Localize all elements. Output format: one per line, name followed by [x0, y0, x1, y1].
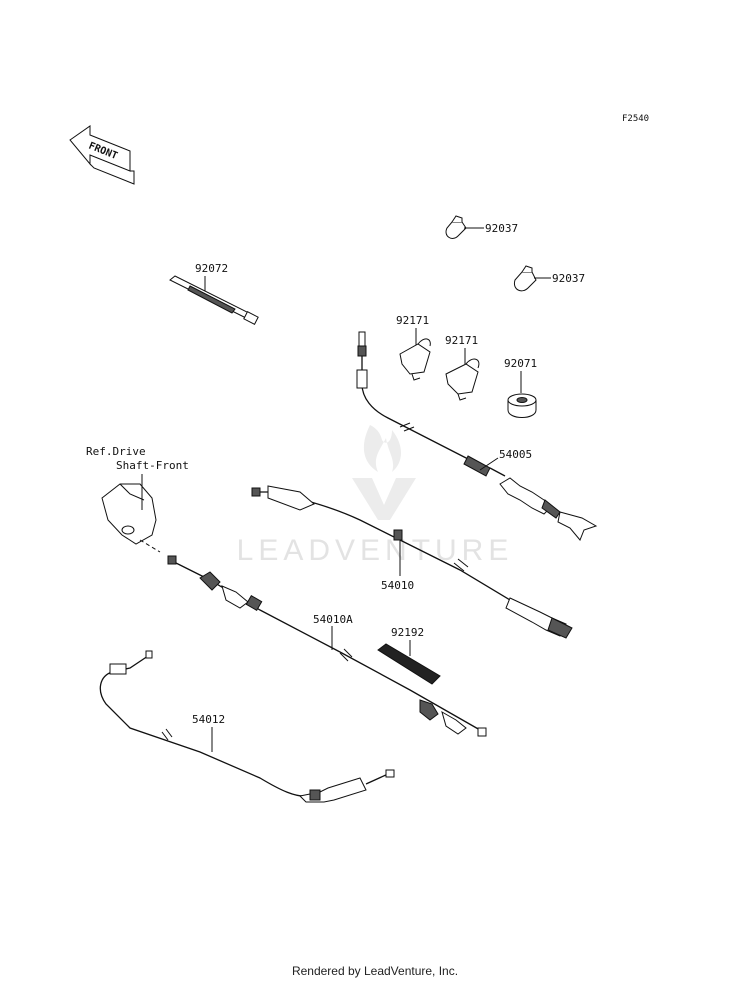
part-number-92072: 92072 [195, 262, 228, 275]
front-arrow-icon [69, 125, 131, 172]
clip-icon [445, 363, 479, 395]
reference-line-2: Shaft-Front [116, 459, 189, 472]
watermark-text: LEADVENTURE [237, 534, 514, 567]
part-number-92071: 92071 [504, 357, 537, 370]
part-number-54005: 54005 [499, 448, 532, 461]
part-number-54010A: 54010A [313, 613, 353, 626]
watermark: LEADVENTURE [237, 425, 514, 567]
footer-credit: Rendered by LeadVenture, Inc. [292, 964, 458, 978]
part-number-92037-top: 92037 [485, 222, 518, 235]
clip-92171-left: 92171 [396, 314, 431, 381]
front-arrow: FRONT [69, 125, 135, 185]
brake-cable-54010: 54010 [251, 485, 573, 639]
reference-drive-shaft-front: Ref.Drive Shaft-Front [86, 445, 189, 553]
clip-icon [399, 343, 431, 375]
cable-clamp-icon [513, 271, 537, 292]
brake-cable-54010A: 54010A [167, 555, 487, 737]
cable-clamp-92037-top: 92037 [445, 215, 518, 239]
throttle-cable-54005: 54005 [356, 331, 598, 541]
grommet-92071: 92071 [504, 357, 537, 418]
watermark-v-icon [352, 478, 416, 520]
clip-92171-right: 92171 [445, 334, 480, 401]
part-number-92192: 92192 [391, 626, 424, 639]
reference-line-1: Ref.Drive [86, 445, 146, 458]
watermark-flame-icon [363, 425, 401, 472]
part-number-92171-left: 92171 [396, 314, 429, 327]
cable-clamp-icon [445, 221, 467, 239]
choke-cable-54012: 54012 [99, 650, 395, 803]
cable-clamp-92037-bottom: 92037 [513, 265, 585, 292]
part-number-54010: 54010 [381, 579, 414, 592]
cable-tie-92072: 92072 [169, 262, 259, 325]
protector-tube-92192: 92192 [377, 626, 441, 685]
part-number-92037-bottom: 92037 [552, 272, 585, 285]
protector-tube-icon [377, 643, 441, 685]
choke-cable-icon [99, 655, 311, 797]
part-number-54012: 54012 [192, 713, 225, 726]
part-number-92171-right: 92171 [445, 334, 478, 347]
figure-id: F2540 [622, 114, 649, 124]
